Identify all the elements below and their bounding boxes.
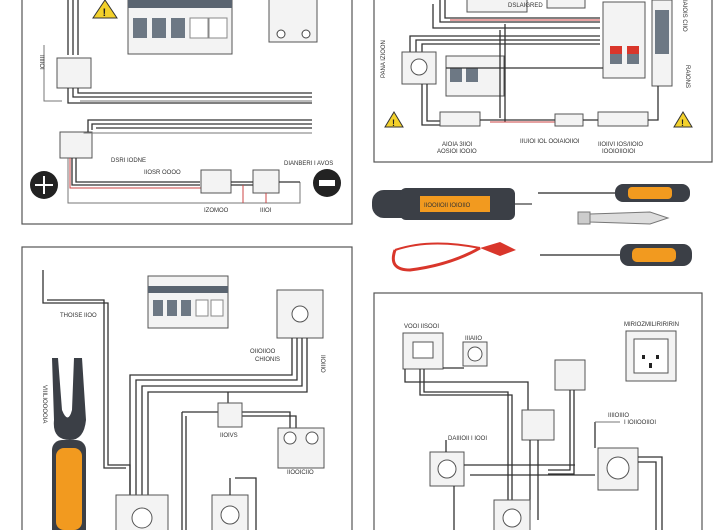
switch-device xyxy=(268,0,318,43)
panel-bottom-right: VOOI IISOOI IIIAIIO MIRIOZMILIRIRIRIN DA… xyxy=(373,292,703,530)
breaker-panel xyxy=(127,0,233,55)
diagram-label: RAIONS xyxy=(684,65,690,88)
diagram-label: VIIILIOOOOIA xyxy=(41,385,47,423)
diagram-label: DSLAIGRED xyxy=(508,3,543,9)
diagram-label: IIOOICIIO xyxy=(287,470,314,476)
diagram-label: I IOIIOOIIOI xyxy=(624,420,656,426)
diagram-label: IIOIVS xyxy=(220,433,238,439)
diagram-label: IOOIOIIOIOI xyxy=(602,149,636,155)
circuit-breaker xyxy=(602,1,646,79)
power-screwdriver-icon: IIOOIIOII IOIOIIO xyxy=(372,188,532,220)
panel-bottom-left: THOISE IIOO OIIOIIOO CHIONIS IIOIVS IIOO… xyxy=(21,246,353,530)
diagram-label: IAIOIS CIIO xyxy=(681,0,687,32)
diagram-label: OIIOIIOO xyxy=(250,349,276,355)
warning-icon: ! xyxy=(673,111,693,128)
diagram-label: MIRIOZMILIRIRIRIN xyxy=(624,322,679,328)
diagram-label: IIOIIVI IOS/IIOIO xyxy=(598,142,643,148)
wire-fork-tool-icon xyxy=(52,358,86,530)
plus-circle-icon xyxy=(30,171,58,199)
diagram-label: IIIOI xyxy=(260,208,272,214)
wall-anchor-icon xyxy=(577,211,670,225)
diagram-label: DSRI IODNE xyxy=(111,158,146,164)
wire-stripper-icon xyxy=(391,242,516,272)
diagram-label: IIIIOIIIO xyxy=(608,413,629,419)
diagram-label: IIUIOI IOL OOIAIOIIOI xyxy=(520,139,580,145)
screwdriver-icon xyxy=(538,184,690,202)
diagram-label: VOOI IISOOI xyxy=(404,324,439,330)
diagram-label: IIIIIOI xyxy=(38,55,44,70)
warning-icon: ! xyxy=(384,111,404,128)
svg-text:!: ! xyxy=(681,118,684,128)
diagram-label: IIOIIIO xyxy=(319,355,325,373)
diagram-label: THOISE IIOO xyxy=(60,313,97,319)
diagram-label: AOSIOI IOOIO xyxy=(437,149,477,155)
screwdriver-label: IIOOIIOII IOIOIIO xyxy=(424,203,471,209)
svg-text:!: ! xyxy=(103,7,107,19)
diagram-label: PANA IZIOON xyxy=(381,40,387,78)
diagram-label: IZOMOO xyxy=(204,208,229,214)
panel-top-left: ! xyxy=(21,0,353,225)
diagram-label: CHIONIS xyxy=(255,357,280,363)
screwdriver-icon xyxy=(540,244,692,266)
panel-top-right: ! ! DSLAIGRED PANA IZIOON AIOIA 3IIOI AO… xyxy=(373,0,713,163)
minus-circle-icon xyxy=(313,169,341,197)
warning-icon: ! xyxy=(92,0,118,19)
diagram-label: DAIIIOII I IOOI xyxy=(448,436,487,442)
diagram-label: DIANBERI I AVOS xyxy=(284,161,333,167)
diagram-label: IIIAIIO xyxy=(465,336,482,342)
diagram-label: AIOIA 3IIOI xyxy=(442,142,473,148)
svg-text:!: ! xyxy=(392,118,395,128)
tools-area: IIOOIIOII IOIOIIO xyxy=(372,184,692,272)
diagram-label: IIOSR OOOO xyxy=(144,170,181,176)
